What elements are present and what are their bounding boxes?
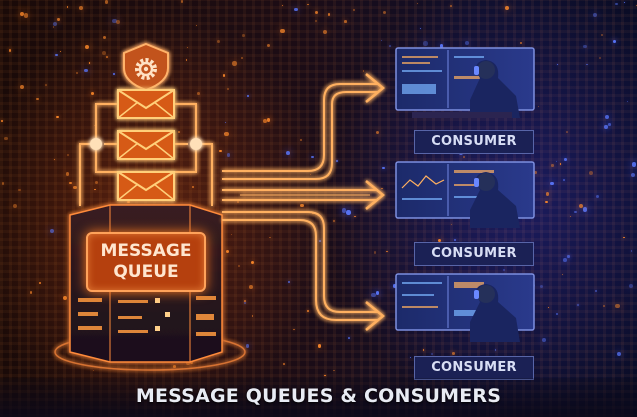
title-band (0, 378, 637, 417)
consumer-label-2: CONSUMER (414, 242, 534, 266)
diagram-title: MESSAGE QUEUES & CONSUMERS (135, 385, 502, 407)
envelope-icon (117, 171, 175, 201)
message-queue-label-line2: QUEUE (113, 262, 179, 282)
consumer-workstation-3 (395, 273, 535, 342)
envelope-icon (117, 89, 175, 119)
consumer-workstation-1 (395, 47, 535, 118)
shield-gear-icon (123, 42, 169, 92)
circuit-node-left (90, 138, 102, 150)
consumer-label-3: CONSUMER (414, 356, 534, 380)
message-queue-label: MESSAGE QUEUE (86, 232, 206, 292)
circuit-node-right (190, 138, 202, 150)
consumer-label-1: CONSUMER (414, 130, 534, 154)
envelope-icon (117, 130, 175, 160)
flow-arrows (222, 73, 385, 331)
message-queue-label-line1: MESSAGE (100, 241, 192, 261)
consumer-workstation-2 (395, 161, 535, 228)
